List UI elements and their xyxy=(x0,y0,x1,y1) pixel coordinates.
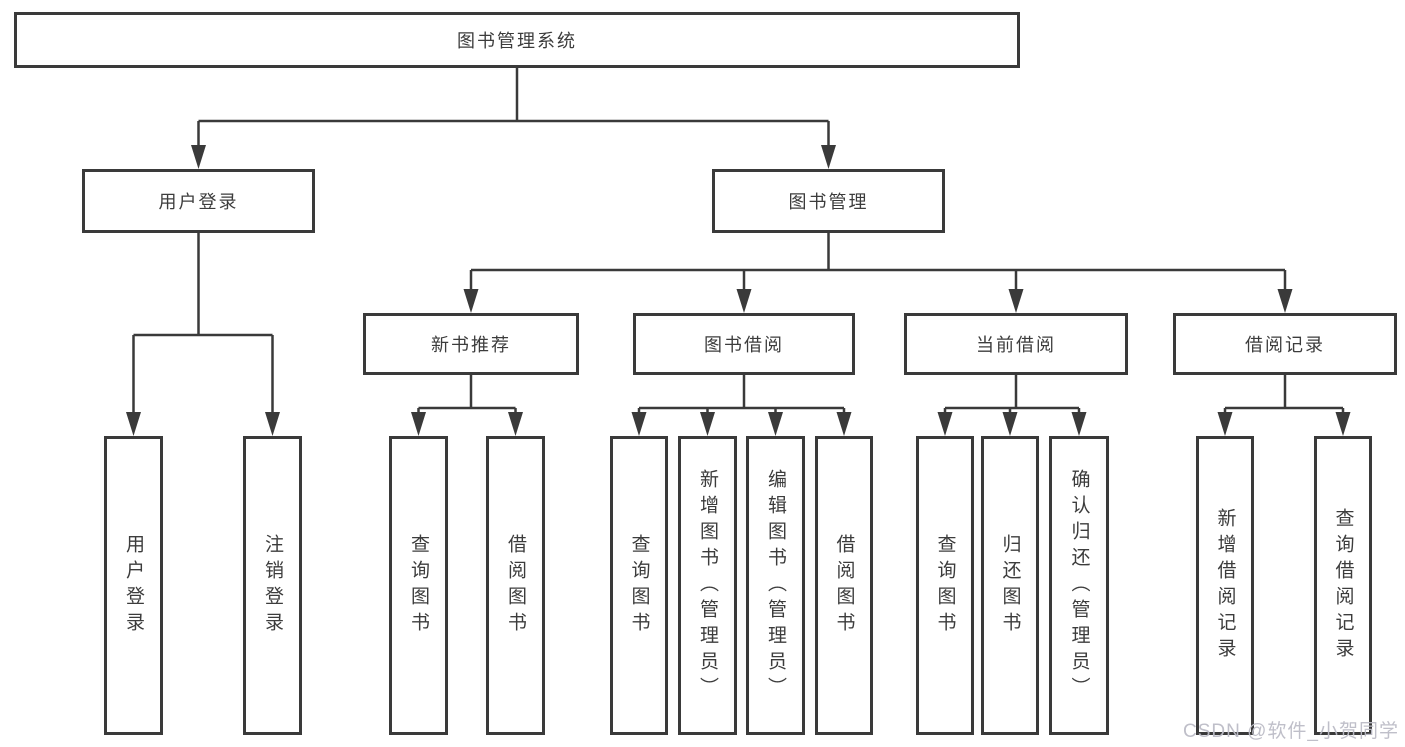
node-label: 当前借阅 xyxy=(976,335,1056,355)
leaf-return-books: 归还图书 xyxy=(981,436,1039,735)
leaf-add-books-admin: 新增图书（管理员） xyxy=(678,436,737,735)
leaf-user-login: 用户登录 xyxy=(104,436,163,735)
csdn-watermark: CSDN @软件_小贺同学 xyxy=(1183,721,1399,742)
node-label: 图书管理 xyxy=(788,192,869,212)
node-label: 查询图书 xyxy=(408,533,429,638)
node-label: 图书管理系统 xyxy=(457,31,577,51)
arrowhead-icons xyxy=(126,145,1351,436)
node-label: 注销登录 xyxy=(262,533,283,638)
node-label: 新增图书（管理员） xyxy=(697,468,718,703)
node-borrowing-records: 借阅记录 xyxy=(1173,313,1397,375)
node-label: 用户登录 xyxy=(158,192,239,212)
node-label: 新增借阅记录 xyxy=(1214,507,1236,664)
node-book-management: 图书管理 xyxy=(712,169,945,233)
leaf-logout: 注销登录 xyxy=(243,436,302,735)
leaf-add-borrow-record: 新增借阅记录 xyxy=(1196,436,1254,735)
node-user-login: 用户登录 xyxy=(82,169,315,233)
node-current-borrowing: 当前借阅 xyxy=(904,313,1128,375)
leaf-query-borrow-record: 查询借阅记录 xyxy=(1314,436,1372,735)
node-label: 用户登录 xyxy=(123,533,144,638)
leaf-borrow-books-recommendation: 借阅图书 xyxy=(486,436,545,735)
node-label: 新书推荐 xyxy=(431,335,511,355)
node-label: 查询图书 xyxy=(934,533,956,638)
leaf-query-books-current: 查询图书 xyxy=(916,436,974,735)
node-label: 借阅记录 xyxy=(1245,335,1325,355)
leaf-confirm-return-admin: 确认归还（管理员） xyxy=(1049,436,1109,735)
node-label: 查询图书 xyxy=(628,533,650,638)
node-label: 图书借阅 xyxy=(704,335,784,355)
leaf-query-books-recommendation: 查询图书 xyxy=(389,436,448,735)
node-book-borrowing: 图书借阅 xyxy=(633,313,855,375)
node-label: 确认归还（管理员） xyxy=(1068,468,1090,703)
leaf-borrow-books: 借阅图书 xyxy=(815,436,873,735)
leaf-query-books-borrowing: 查询图书 xyxy=(610,436,668,735)
node-label: 查询借阅记录 xyxy=(1332,507,1354,664)
leaf-edit-books-admin: 编辑图书（管理员） xyxy=(746,436,805,735)
node-label: 归还图书 xyxy=(999,533,1021,638)
node-new-book-recommendation: 新书推荐 xyxy=(363,313,579,375)
node-library-management-system: 图书管理系统 xyxy=(14,12,1020,68)
node-label: 编辑图书（管理员） xyxy=(765,468,786,703)
node-label: 借阅图书 xyxy=(505,533,526,638)
node-label: 借阅图书 xyxy=(833,533,855,638)
